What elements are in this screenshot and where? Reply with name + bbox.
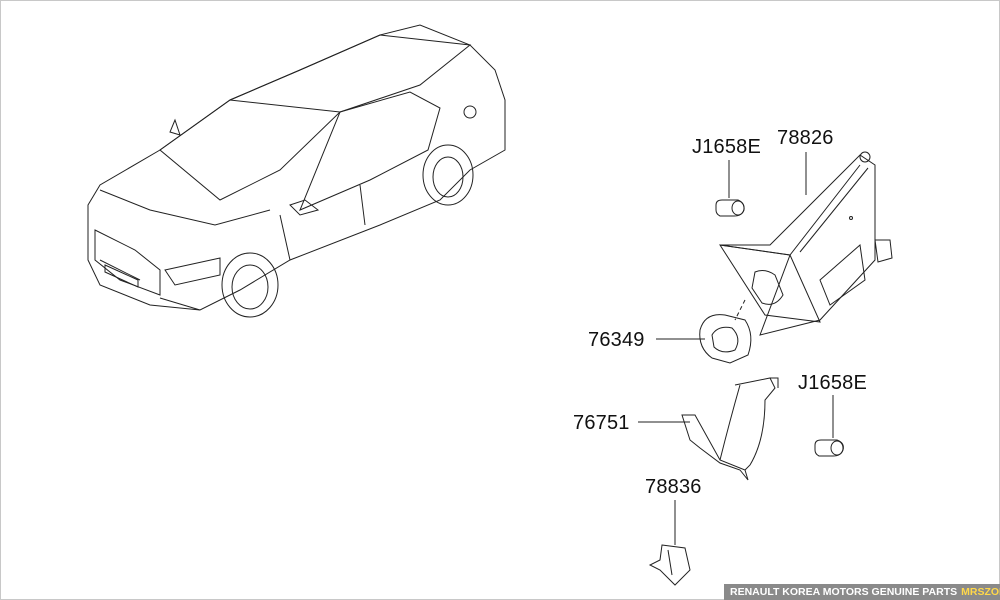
fastener-top-drawing [715, 160, 745, 217]
footer-brand: MRSZONE [961, 586, 1000, 598]
bracket-drawing [648, 500, 691, 586]
holder-drawing [656, 314, 752, 364]
module-drawing [718, 151, 893, 336]
part-label-76751[interactable]: 76751 [573, 412, 630, 434]
car-illustration [87, 24, 506, 318]
footer-banner: RENAULT KOREA MOTORS GENUINE PARTS MRSZO… [724, 584, 1000, 600]
part-label-76349[interactable]: 76349 [588, 329, 645, 351]
part-label-78836[interactable]: 78836 [645, 476, 702, 498]
cover-drawing [638, 377, 779, 481]
fastener-right-drawing [814, 395, 844, 457]
part-label-j1658e-top[interactable]: J1658E [692, 136, 762, 158]
part-label-78826[interactable]: 78826 [777, 127, 834, 149]
part-label-j1658e-right[interactable]: J1658E [798, 372, 868, 394]
footer-text: RENAULT KOREA MOTORS GENUINE PARTS [730, 586, 958, 598]
